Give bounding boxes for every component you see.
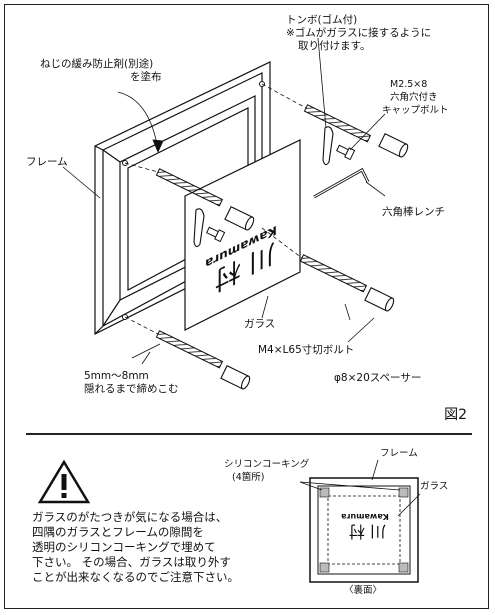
label-back-glass: ガラス bbox=[420, 481, 449, 492]
label-tonbo: トンボ(ゴム付) ※ゴムがガラスに接するように 取り付けます。 bbox=[286, 14, 432, 52]
caution-note: ガラスのがたつきが気になる場合は、 四隅のガラスとフレームの隙間を 透明のシリコ… bbox=[32, 510, 239, 584]
label-back-caption: 〈裏面〉 bbox=[344, 585, 383, 596]
figure-number: 図2 bbox=[444, 407, 467, 423]
label-thread-lock: ねじの緩み防止剤(別途) を塗布 bbox=[40, 58, 162, 83]
bolts-drawing bbox=[155, 104, 372, 369]
label-spacer: φ8×20スペーサー bbox=[334, 372, 422, 384]
label-cap-bolt: M2.5×8 六角穴付き キャップボルト bbox=[382, 79, 449, 116]
label-bolt: M4×L65寸切ボルト bbox=[258, 344, 355, 356]
label-frame: フレーム bbox=[26, 156, 68, 168]
glass-panel-drawing bbox=[184, 139, 301, 331]
tonbo-clip-drawing bbox=[193, 126, 334, 248]
instruction-sheet bbox=[4, 4, 489, 609]
label-back-frame: フレーム bbox=[380, 448, 418, 459]
spacers-drawing bbox=[220, 132, 409, 390]
label-depth: 5mm〜8mm 隠れるまで締めこむ bbox=[84, 370, 179, 395]
label-glass: ガラス bbox=[244, 318, 276, 330]
leader-lines bbox=[62, 37, 386, 365]
axis-lines bbox=[124, 83, 307, 335]
back-glass-sign: 川村 Kawamura bbox=[341, 512, 389, 541]
label-caulking: シリコンコーキング (4箇所) bbox=[224, 459, 310, 483]
label-hex-wrench: 六角棒レンチ bbox=[382, 206, 445, 218]
section-divider bbox=[26, 433, 472, 435]
cap-bolts-drawing bbox=[206, 144, 356, 243]
